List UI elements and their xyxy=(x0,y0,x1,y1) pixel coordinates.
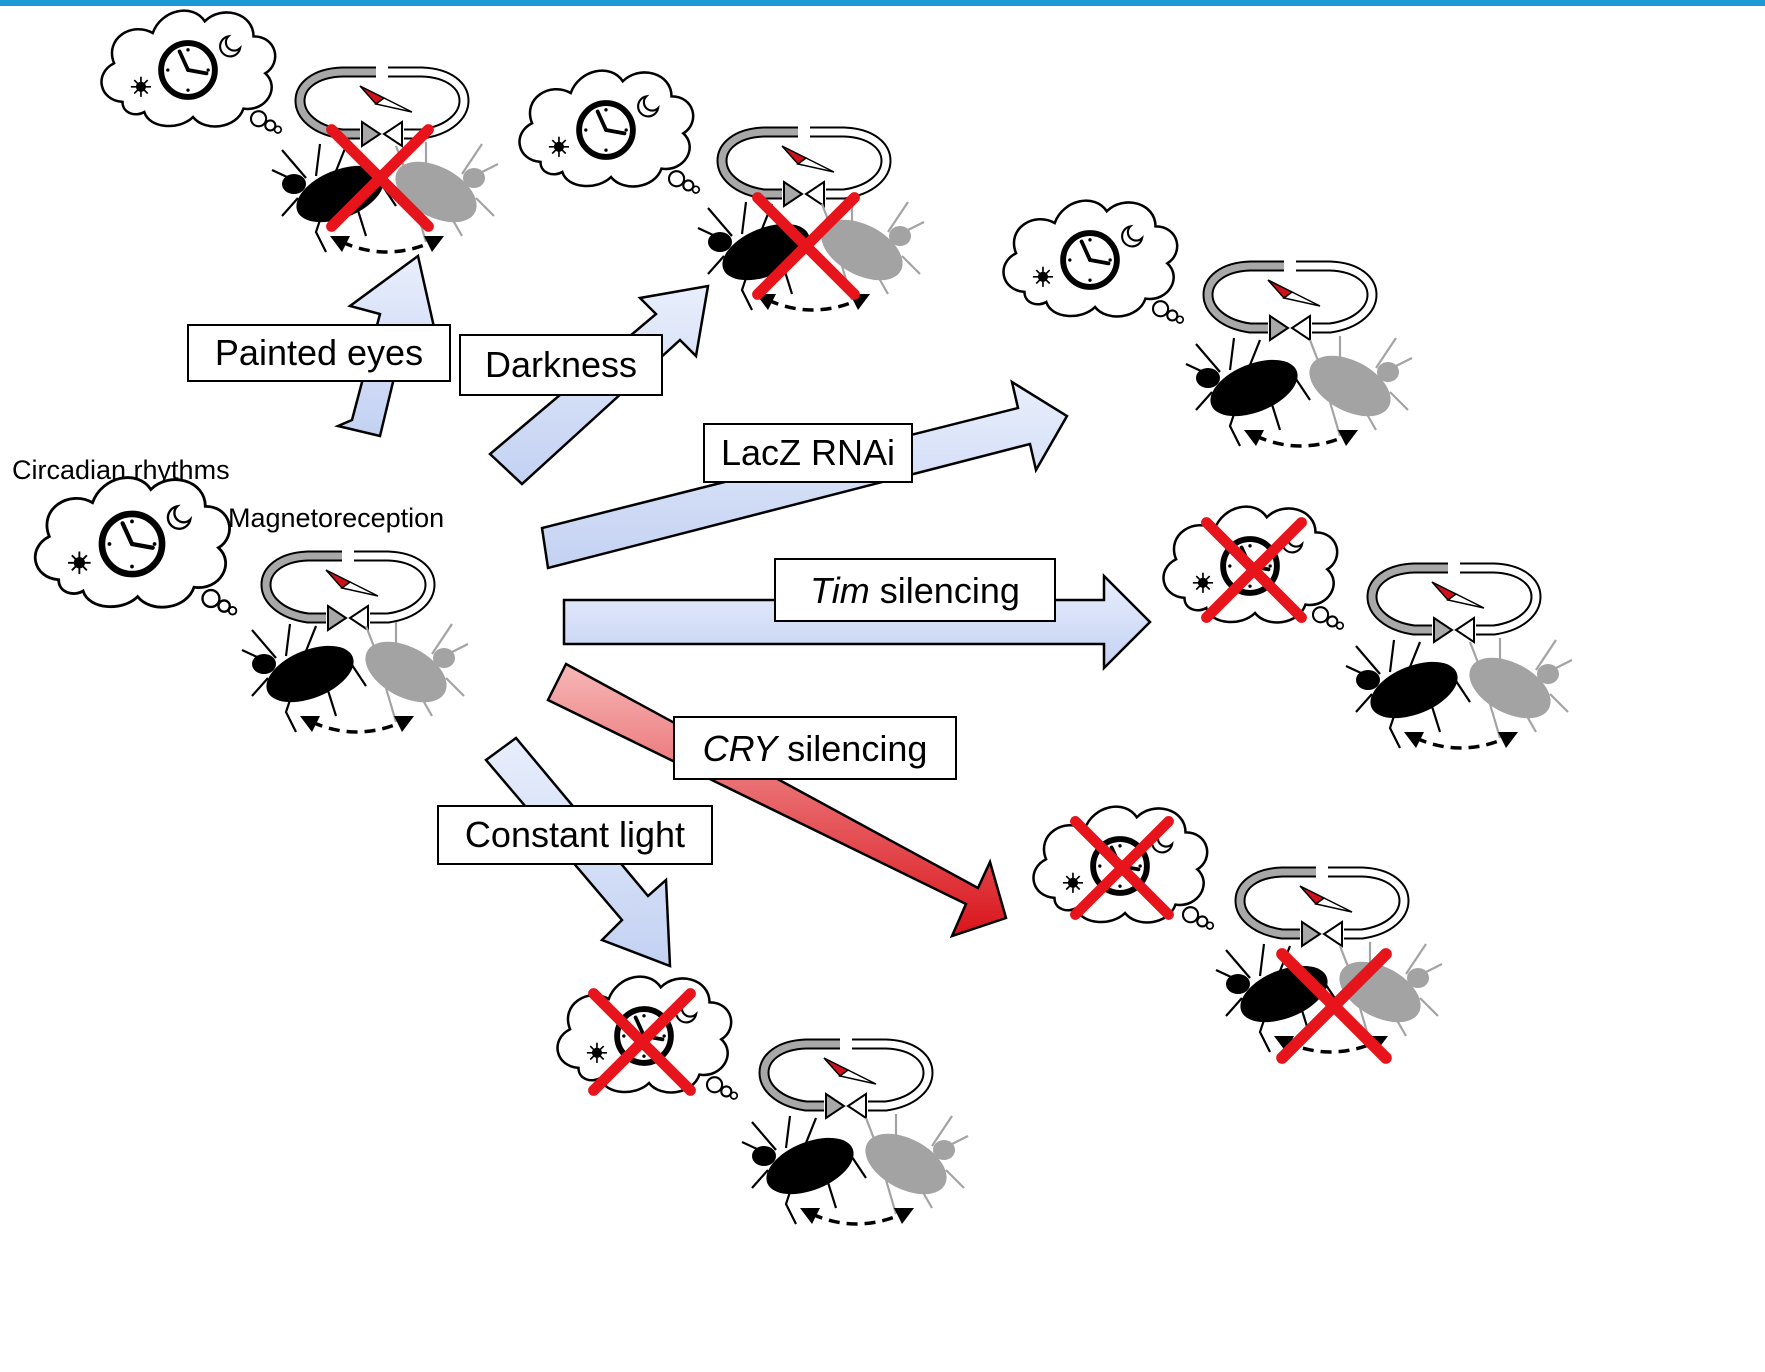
top-accent-bar xyxy=(0,0,1765,6)
center-cockroach-icon xyxy=(240,620,470,734)
label-lacz: LacZ RNAi xyxy=(703,423,913,483)
cry-compass-icon xyxy=(1240,872,1404,946)
tim-compass-icon xyxy=(1372,568,1536,642)
painted-eyes-compass-icon xyxy=(300,72,464,146)
label-tim-rest: silencing xyxy=(870,570,1020,611)
label-painted-eyes-text: Painted eyes xyxy=(215,332,423,373)
center-compass-icon xyxy=(266,556,430,630)
tim-cockroach-icon xyxy=(1344,636,1574,750)
lacz-clock-icon xyxy=(1004,201,1184,323)
arrow-cry xyxy=(546,662,1008,939)
lacz-compass-icon xyxy=(1208,266,1372,340)
label-constant-light-text: Constant light xyxy=(465,814,685,855)
label-tim: Tim silencing xyxy=(774,558,1056,622)
label-darkness-text: Darkness xyxy=(485,344,637,385)
constant-light-compass-icon xyxy=(764,1044,928,1118)
darkness-compass-icon xyxy=(722,132,886,206)
darkness-clock-icon xyxy=(520,71,700,193)
label-constant-light: Constant light xyxy=(437,805,713,865)
label-tim-italic: Tim xyxy=(810,570,870,611)
label-tim-text: Tim silencing xyxy=(810,570,1020,611)
magnetoreception-label: Magnetoreception xyxy=(228,503,444,533)
label-darkness: Darkness xyxy=(459,334,663,396)
painted-eyes-cockroach-icon xyxy=(270,140,500,254)
painted-eyes-clock-icon xyxy=(102,11,282,133)
label-cry-rest: silencing xyxy=(777,728,927,769)
label-cry: CRY silencing xyxy=(673,716,957,780)
label-cry-text: CRY silencing xyxy=(703,728,928,769)
lacz-cockroach-icon xyxy=(1184,334,1414,448)
label-cry-italic: CRY xyxy=(703,728,781,769)
label-painted-eyes: Painted eyes xyxy=(187,324,451,382)
center-clock-icon xyxy=(35,478,236,615)
label-lacz-text: LacZ RNAi xyxy=(721,432,895,473)
constant-light-cockroach-icon xyxy=(740,1112,970,1226)
